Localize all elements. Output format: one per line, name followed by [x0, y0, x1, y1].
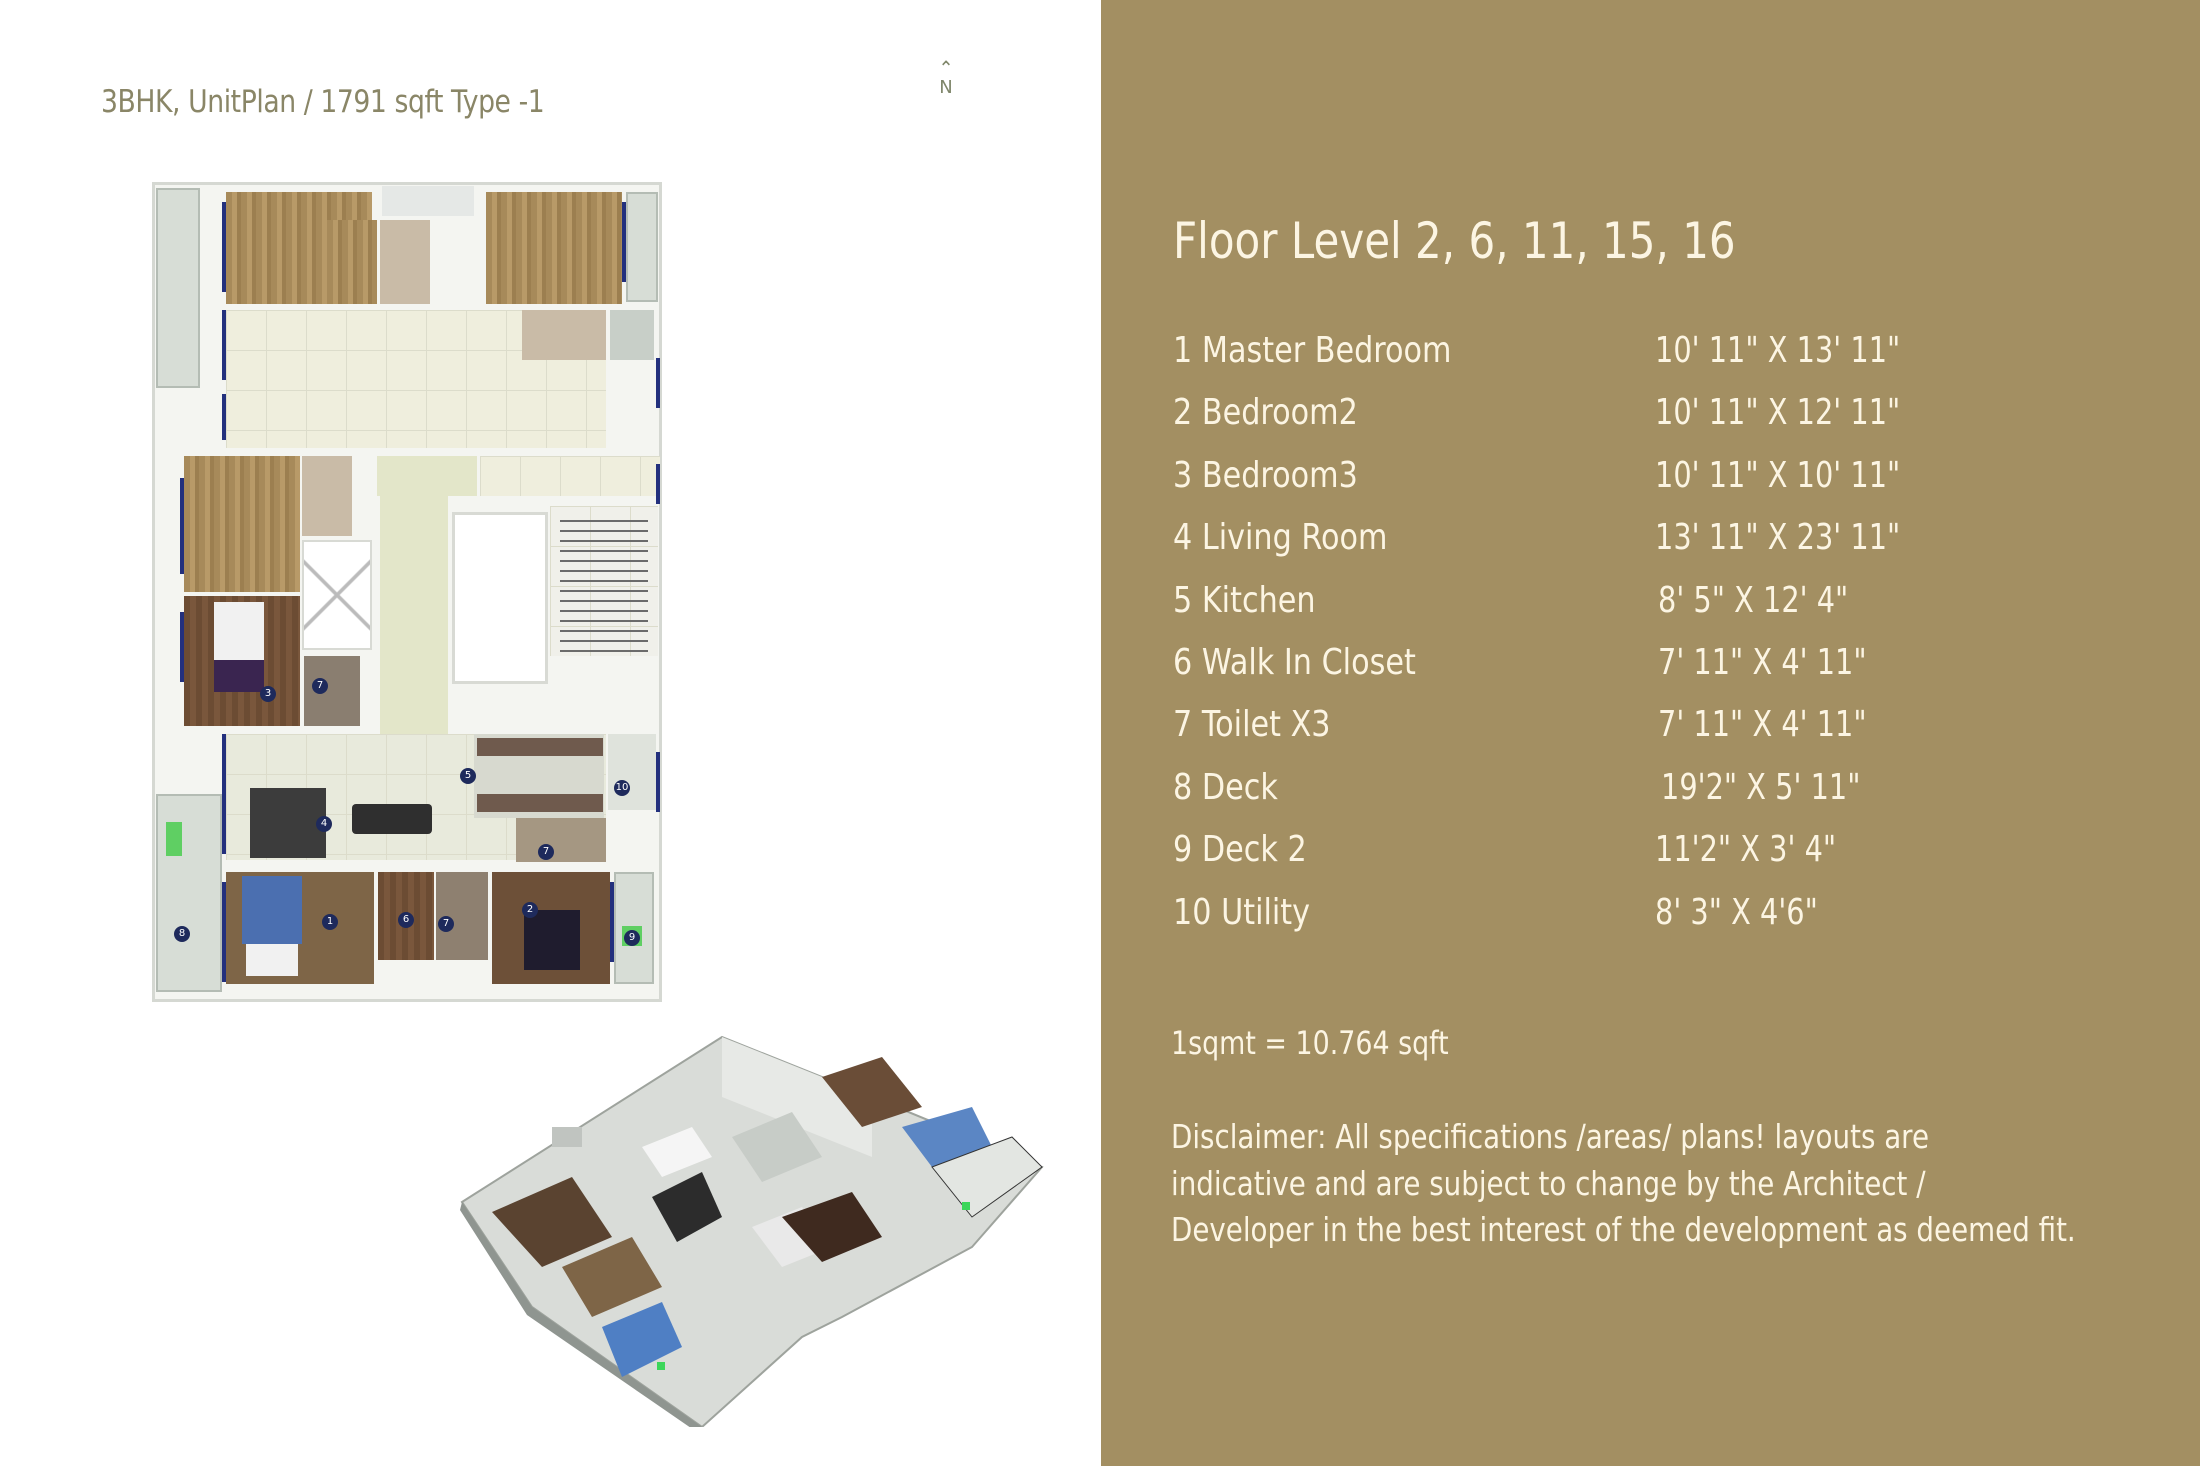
room-row: 6 Walk In Closet 7' 11" X 4' 11" — [1173, 642, 2073, 704]
window — [222, 202, 226, 292]
window — [622, 202, 626, 282]
deck-top-left — [156, 188, 200, 388]
window — [656, 358, 660, 408]
kitchen-counter-top — [477, 738, 603, 756]
room-row: 9 Deck 2 11'2" X 3' 4" — [1173, 829, 2073, 891]
north-label: N — [939, 77, 953, 98]
specifications-panel — [1101, 0, 2200, 1466]
bedroom2-bed-icon — [524, 910, 580, 970]
room-bedroom-left — [184, 456, 300, 592]
master-bed-icon — [242, 876, 302, 944]
window — [222, 394, 226, 440]
duct — [302, 540, 372, 650]
shaft-right — [610, 310, 654, 360]
stair-landing — [480, 456, 660, 496]
stair-steps — [560, 512, 648, 652]
room-label: 8 Deck — [1173, 766, 1278, 808]
marker-10: 10 — [614, 780, 630, 796]
window — [610, 882, 614, 962]
unit-plan-title: 3BHK, UnitPlan / 1791 sqft Type -1 — [101, 84, 545, 120]
room-toilet-right — [516, 818, 606, 862]
bed-icon — [214, 602, 264, 662]
room-dimensions: 8' 3" X 4'6" — [1655, 891, 1818, 933]
room-label: 3 Bedroom3 — [1173, 454, 1358, 496]
room-row: 1 Master Bedroom 10' 11" X 13' 11" — [1173, 330, 2073, 392]
marker-5: 5 — [460, 768, 476, 784]
room-row: 2 Bedroom2 10' 11" X 12' 11" — [1173, 392, 2073, 454]
marker-8: 8 — [174, 926, 190, 942]
window — [222, 882, 226, 982]
room-dimensions: 7' 11" X 4' 11" — [1658, 641, 1867, 683]
room-row: 5 Kitchen 8' 5" X 12' 4" — [1173, 580, 2073, 642]
floor-plan-image: 3 7 5 10 4 7 1 6 7 2 8 9 — [152, 182, 662, 1002]
room-label: 4 Living Room — [1173, 517, 1388, 559]
room-label: 10 Utility — [1173, 891, 1311, 933]
marker-7: 7 — [312, 678, 328, 694]
room-top-right — [486, 192, 622, 304]
floor-plan-side: 3BHK, UnitPlan / 1791 sqft Type -1 ⌃ N — [101, 58, 1047, 1437]
window — [222, 310, 226, 380]
room-dimensions: 10' 11" X 13' 11" — [1655, 330, 1901, 371]
bed-blanket — [214, 660, 264, 692]
marker-4: 4 — [316, 816, 332, 832]
marker-7: 7 — [538, 844, 554, 860]
area-conversion-note: 1sqmt = 10.764 sqft — [1171, 1024, 1449, 1062]
room-label: 1 Master Bedroom — [1173, 330, 1452, 371]
room-hall-store — [522, 310, 606, 360]
room-utility — [608, 734, 656, 810]
room-bedroom-left-bath — [302, 456, 352, 536]
deck-top-right — [626, 192, 658, 302]
room-dimensions: 11'2" X 3' 4" — [1655, 829, 1837, 871]
window — [222, 734, 226, 854]
room-label: 6 Walk In Closet — [1173, 641, 1416, 683]
room-dimensions: 7' 11" X 4' 11" — [1658, 704, 1867, 746]
room-dimensions: 10' 11" X 10' 11" — [1655, 454, 1901, 496]
room-dimensions: 8' 5" X 12' 4" — [1658, 579, 1849, 621]
disclaimer-line: Developer in the best interest of the de… — [1171, 1210, 2076, 1249]
room-row: 4 Living Room 13' 11" X 23' 11" — [1173, 517, 2073, 579]
room-row: 7 Toilet X3 7' 11" X 4' 11" — [1173, 704, 2073, 766]
marker-3: 3 — [260, 686, 276, 702]
lift-shaft — [452, 512, 548, 684]
window — [656, 752, 660, 812]
room-row: 3 Bedroom3 10' 11" X 10' 11" — [1173, 455, 2073, 517]
master-bed-pillows — [246, 944, 298, 976]
window — [656, 464, 660, 504]
north-arrow-icon: ⌃ — [938, 56, 954, 80]
room-label: 2 Bedroom2 — [1173, 392, 1358, 434]
marker-6: 6 — [398, 912, 414, 928]
dining-table — [352, 804, 432, 834]
marker-1: 1 — [322, 914, 338, 930]
room-dimensions: 19'2" X 5' 11" — [1661, 766, 1861, 808]
marker-7: 7 — [438, 916, 454, 932]
lobby-top — [377, 456, 477, 496]
room-top-closet — [327, 220, 377, 304]
floor-level-heading: Floor Level 2, 6, 11, 15, 16 — [1173, 212, 1736, 270]
marker-2: 2 — [522, 902, 538, 918]
isometric-floor-render — [460, 1035, 1044, 1437]
room-dimensions-list: 1 Master Bedroom 10' 11" X 13' 11" 2 Bed… — [1173, 330, 2073, 954]
deck-planter — [166, 822, 182, 856]
isometric-3d-view — [452, 1017, 1047, 1437]
sofa-set — [250, 788, 326, 858]
marker-9: 9 — [624, 930, 640, 946]
disclaimer: Disclaimer: All specifications /areas/ p… — [1171, 1114, 2076, 1254]
room-row: 10 Utility 8' 3" X 4'6" — [1173, 892, 2073, 954]
north-indicator: ⌃ N — [934, 58, 958, 110]
room-label: 7 Toilet X3 — [1173, 704, 1331, 746]
shaft-top — [382, 186, 474, 216]
room-toilet-left — [304, 656, 360, 726]
window — [180, 612, 184, 682]
disclaimer-line: Disclaimer: All specifications /areas/ p… — [1171, 1117, 1930, 1156]
room-top-bath — [380, 220, 430, 304]
disclaimer-line: indicative and are subject to change by … — [1171, 1163, 1926, 1203]
room-label: 9 Deck 2 — [1173, 829, 1307, 871]
room-label: 5 Kitchen — [1173, 579, 1316, 621]
room-dimensions: 13' 11" X 23' 11" — [1655, 517, 1901, 559]
room-dimensions: 10' 11" X 12' 11" — [1655, 392, 1901, 434]
kitchen-counter-bottom — [477, 794, 603, 812]
window — [180, 478, 184, 574]
room-row: 8 Deck 19'2" X 5' 11" — [1173, 767, 2073, 829]
